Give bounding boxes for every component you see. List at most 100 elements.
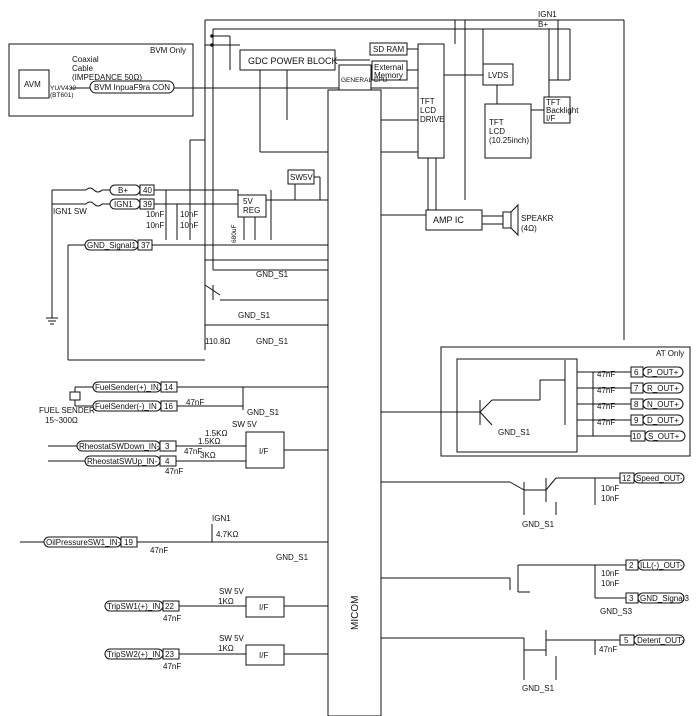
detent-label: Detent_OUT- <box>637 636 684 645</box>
detent-cap: 47nF <box>599 645 617 654</box>
oil-r: 4.7KΩ <box>216 530 238 539</box>
rheostat-r1: 1.5KΩ <box>205 429 227 438</box>
micom-label: MICOM <box>350 596 361 630</box>
at-out-label-2: R_OUT+ <box>647 384 679 393</box>
lvds-label: LVDS <box>488 71 508 80</box>
trip2-r: 1KΩ <box>218 644 234 653</box>
trip2-section: TripSW2(+)_IN 23 I/F SW 5V 1KΩ 47nF <box>104 634 328 671</box>
tft-lcd-block <box>484 103 532 159</box>
cable-label-3: (IMPEDANCE 50Ω) <box>72 73 142 82</box>
cable-label-1: Coaxial <box>72 55 99 64</box>
cap-10nf-4: 10nF <box>180 221 198 230</box>
trip1-label: TripSW1(+)_IN <box>107 602 160 611</box>
avm-pin1: YU/V432 <box>50 85 76 92</box>
ill-c2: 10nF <box>601 579 619 588</box>
reg-line2: REG <box>243 206 260 215</box>
trip1-cap: 47nF <box>163 614 181 623</box>
ill-connector <box>637 559 685 571</box>
rheostat-if-block <box>245 431 285 469</box>
at-cap-4: 47nF <box>597 418 615 427</box>
fuel-gnd: GND_S1 <box>247 408 280 417</box>
at-cap-2: 47nF <box>597 386 615 395</box>
rheostat-down-pin: 3 <box>165 442 170 451</box>
avm-label: AVM <box>24 80 41 89</box>
speed-c1: 10nF <box>601 484 619 493</box>
bplus-pin: 40 <box>143 186 152 195</box>
trip1-if-label: I/F <box>259 603 268 612</box>
sw5v-label: SW5V <box>290 173 313 182</box>
at-out-connector-2 <box>642 382 684 394</box>
at-out-pin-1: 6 <box>634 368 639 377</box>
speaker-label: SPEAKR <box>521 214 554 223</box>
ill-label: ILL(-)_OUT- <box>640 561 683 570</box>
gnd3-connector <box>637 592 685 604</box>
at-title: AT Only <box>656 349 684 358</box>
at-out-connector-5 <box>644 430 686 442</box>
speaker-body <box>502 211 512 229</box>
gnd3-label: GND_Signal3 <box>640 594 689 603</box>
gnd-signal1-pin: 37 <box>141 241 150 250</box>
rheostat-c1: 47nF <box>184 447 202 456</box>
amp-ic-label: AMP IC <box>433 215 464 225</box>
bvm-title: BVM Only <box>150 46 186 55</box>
rheostat-sw5v: SW 5V <box>232 420 258 429</box>
amp-ic-block <box>425 209 483 231</box>
oil-gnd: GND_S1 <box>276 553 309 562</box>
ign1-pin: 39 <box>143 200 152 209</box>
gdc-power-label: GDC POWER BLOCK <box>248 56 338 66</box>
ill-c1: 10nF <box>601 569 619 578</box>
power-inputs: IGN1 SW B+ 40 IGN1 39 5V REG SW5V 10nF 1… <box>46 139 328 361</box>
tft-backlight-block <box>543 96 571 124</box>
at-out-label-3: N_OUT+ <box>647 400 679 409</box>
fuel-sender-label: FUEL SENDER <box>39 406 95 415</box>
tft-lcd-line1: TFT <box>489 118 504 127</box>
at-out-connector-1 <box>642 366 684 378</box>
at-out-label-5: S_OUT+ <box>648 432 680 441</box>
speed-pin: 12 <box>622 474 631 483</box>
bvm-connector <box>89 80 175 94</box>
tft-drive-line2: LCD <box>420 106 436 115</box>
rheostat-down-label: RheostatSWDown_IN- <box>79 442 160 451</box>
display-section: IGN1 B+ GDC POWER BLOCK SD RAM External … <box>204 10 625 350</box>
gnd-s1-c: GND_S1 <box>256 337 289 346</box>
trip1-if-block <box>245 596 285 618</box>
cap-10nf-1: 10nF <box>146 210 164 219</box>
bvm-connector-label: BVM InpuaF9ra CON <box>94 83 170 92</box>
cap-10nf-2: 10nF <box>146 221 164 230</box>
oil-pressure-section: OilPressureSW1_IN- 19 IGN1 4.7KΩ 47nF GN… <box>20 514 328 562</box>
fuel-plus-pin: 14 <box>164 383 173 392</box>
tft-backlight-line2: Backlight <box>546 106 579 115</box>
reg-line1: 5V <box>243 197 253 206</box>
speed-label: Speed_OUT- <box>636 474 683 483</box>
cable-label-2: Cable <box>72 64 93 73</box>
at-only-section: AT Only GND_S1 47nF 47nF 47nF 47nF 6 P_O… <box>381 346 691 457</box>
tft-drive-line3: DRIVE <box>420 115 444 124</box>
gnd3-pin: 3 <box>629 594 634 603</box>
general-cpu-block <box>338 64 372 94</box>
rheostat-up-pin: 4 <box>165 457 170 466</box>
at-out-pin-4: 9 <box>634 416 639 425</box>
gnd-s1-b: GND_S1 <box>238 311 271 320</box>
r110-label: 110.8Ω <box>205 337 230 346</box>
at-out-label-1: P_OUT+ <box>647 368 679 377</box>
rheostat-section: RheostatSWDown_IN- 3 RheostatSWUp_IN- 4 … <box>48 420 328 476</box>
avm-pin2: (BT601) <box>50 92 73 99</box>
trip1-r: 1KΩ <box>218 597 234 606</box>
fuel-minus-label: FuelSender(-)_IN <box>95 402 157 411</box>
tft-lcd-line2: LCD <box>489 127 505 136</box>
gnd-s1-a: GND_S1 <box>256 270 289 279</box>
trip2-if-label: I/F <box>259 651 268 660</box>
trip2-if-block <box>245 644 285 666</box>
speed-out-section: 10nF 10nF GND_S1 12 Speed_OUT- <box>381 472 685 529</box>
cap-680uf: 680uF <box>231 225 238 243</box>
ill-pin: 2 <box>629 561 634 570</box>
rheostat-if-label: I/F <box>259 447 268 456</box>
at-out-connector-3 <box>642 398 684 410</box>
bplus-label: B+ <box>118 186 128 195</box>
gnd-signal1-label: GND_Signal1 <box>87 241 136 250</box>
oil-ign1: IGN1 <box>212 514 231 523</box>
speaker-icon <box>510 203 519 237</box>
speed-gnd: GND_S1 <box>522 520 555 529</box>
sd-ram-label: SD RAM <box>373 45 404 54</box>
